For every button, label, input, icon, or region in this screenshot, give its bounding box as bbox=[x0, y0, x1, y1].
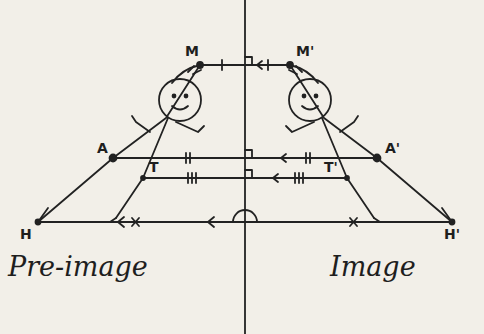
right-angle bbox=[233, 210, 257, 222]
right-angle bbox=[245, 150, 252, 158]
stick-figure bbox=[38, 65, 204, 222]
point-label: T' bbox=[324, 160, 338, 175]
point-label: H' bbox=[444, 227, 460, 242]
right-angle bbox=[245, 170, 252, 178]
point-label: M bbox=[185, 44, 199, 59]
point-label: A' bbox=[385, 141, 400, 156]
right-angle bbox=[245, 57, 252, 65]
segment-tt bbox=[143, 177, 347, 179]
reflection-line bbox=[244, 0, 246, 334]
point-label: M' bbox=[296, 44, 314, 59]
stick-figure bbox=[286, 65, 452, 222]
segment-mm bbox=[200, 64, 290, 66]
segment-aa bbox=[113, 157, 377, 159]
point-label: H bbox=[20, 227, 32, 242]
point-label: T bbox=[149, 160, 159, 175]
caption-label: Pre-image bbox=[8, 252, 148, 282]
segment-hh bbox=[38, 221, 452, 223]
caption-label: Image bbox=[330, 252, 416, 282]
point-label: A bbox=[97, 141, 108, 156]
